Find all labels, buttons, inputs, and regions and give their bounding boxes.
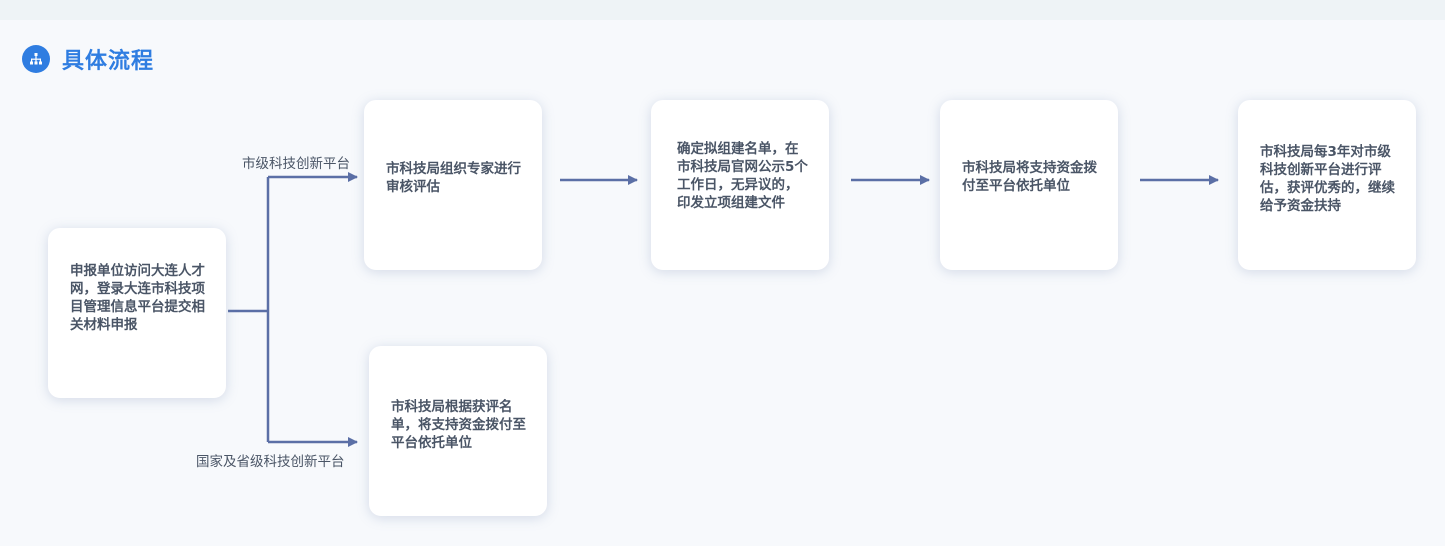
city-step-card-1: 市科技局组织专家进行审核评估: [364, 100, 542, 270]
section-header: 具体流程: [22, 44, 154, 74]
sitemap-icon: [22, 45, 50, 73]
city-step-card-3: 市科技局将支持资金拨付至平台依托单位: [940, 100, 1118, 270]
national-step-text-1: 市科技局根据获评名单，将支持资金拨付至平台依托单位: [391, 399, 526, 451]
city-step-card-2: 确定拟组建名单，在市科技局官网公示5个工作日，无异议的，印发立项组建文件: [651, 100, 829, 270]
section-title: 具体流程: [62, 49, 155, 74]
city-step-text-2: 确定拟组建名单，在市科技局官网公示5个工作日，无异议的，印发立项组建文件: [677, 141, 808, 211]
city-step-text-4: 市科技局每3年对市级科技创新平台进行评估，获评优秀的，继续给予资金扶持: [1260, 144, 1395, 214]
start-step-card: 申报单位访问大连人才网，登录大连市科技项目管理信息平台提交相关材料申报: [48, 228, 226, 398]
branch-label-city: 市级科技创新平台: [242, 156, 350, 172]
branch-label-national: 国家及省级科技创新平台: [196, 454, 345, 470]
start-step-text: 申报单位访问大连人才网，登录大连市科技项目管理信息平台提交相关材料申报: [70, 263, 205, 333]
process-panel: 具体流程 申报单位访问大连人才网，登录大连市科技项目管理信息平台提交相关材料申报…: [0, 20, 1445, 546]
city-step-text-1: 市科技局组织专家进行审核评估: [386, 161, 521, 195]
national-step-card-1: 市科技局根据获评名单，将支持资金拨付至平台依托单位: [369, 346, 547, 516]
city-step-text-3: 市科技局将支持资金拨付至平台依托单位: [962, 160, 1097, 194]
flow-connectors: [228, 172, 1219, 447]
city-step-card-4: 市科技局每3年对市级科技创新平台进行评估，获评优秀的，继续给予资金扶持: [1238, 100, 1416, 270]
